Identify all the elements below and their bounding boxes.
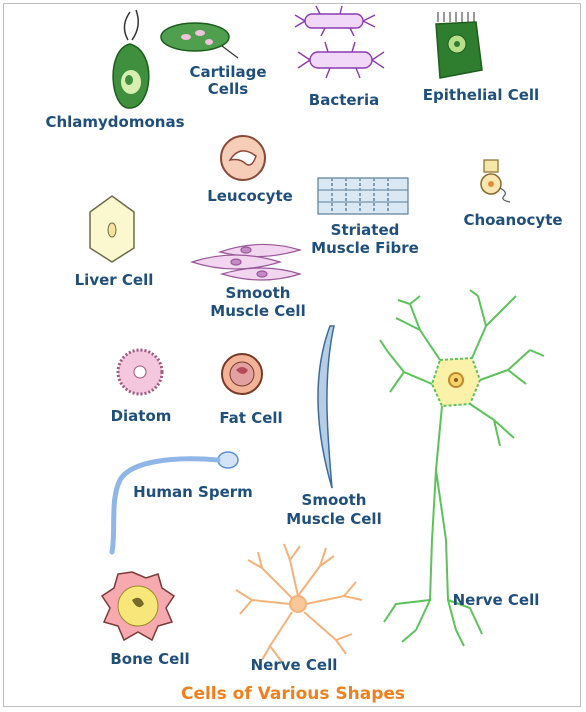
label-leucocyte: Leucocyte [196, 188, 304, 205]
chlamydomonas-drawing [113, 10, 149, 108]
label-liver-cell: Liver Cell [64, 272, 164, 289]
label-smooth-muscle-top-line1: Smooth [196, 285, 320, 302]
label-striated-line2: Muscle Fibre [300, 240, 430, 257]
label-cartilage-cells-line2: Cells [180, 81, 276, 98]
label-striated-line1: Striated [300, 222, 430, 239]
epithelial-cell-drawing [436, 12, 482, 78]
liver-cell-drawing [90, 196, 134, 262]
label-diatom: Diatom [96, 408, 186, 425]
label-cartilage-cells-line1: Cartilage [180, 64, 276, 81]
label-choanocyte: Choanocyte [448, 212, 578, 229]
human-sperm-drawing [112, 452, 238, 552]
nerve-cell-bottom-drawing [236, 544, 362, 662]
fat-cell-drawing [222, 354, 262, 394]
striated-muscle-fibre-drawing [318, 178, 408, 214]
label-human-sperm: Human Sperm [118, 484, 268, 501]
label-fat-cell: Fat Cell [206, 410, 296, 427]
bone-cell-drawing [102, 572, 174, 640]
label-epithelial-cell: Epithelial Cell [410, 87, 552, 104]
label-smooth-muscle-mid-line2: Muscle Cell [272, 511, 396, 528]
smooth-muscle-cell-mid-drawing [318, 326, 334, 488]
label-smooth-muscle-top-line2: Muscle Cell [196, 303, 320, 320]
cartilage-cells-drawing [161, 23, 238, 58]
label-nerve-cell-bottom: Nerve Cell [236, 657, 352, 674]
diatom-drawing [118, 350, 162, 394]
choanocyte-drawing [481, 160, 510, 202]
label-bacteria: Bacteria [298, 92, 390, 109]
figure-caption: Cells of Various Shapes [0, 684, 586, 704]
label-bone-cell: Bone Cell [98, 651, 202, 668]
leucocyte-drawing [221, 136, 265, 180]
label-nerve-cell-right: Nerve Cell [438, 592, 554, 609]
label-smooth-muscle-mid-line1: Smooth [272, 492, 396, 509]
bacteria-drawing [295, 6, 384, 78]
label-chlamydomonas: Chlamydomonas [32, 114, 198, 131]
smooth-muscle-cell-top-drawing [192, 244, 300, 280]
